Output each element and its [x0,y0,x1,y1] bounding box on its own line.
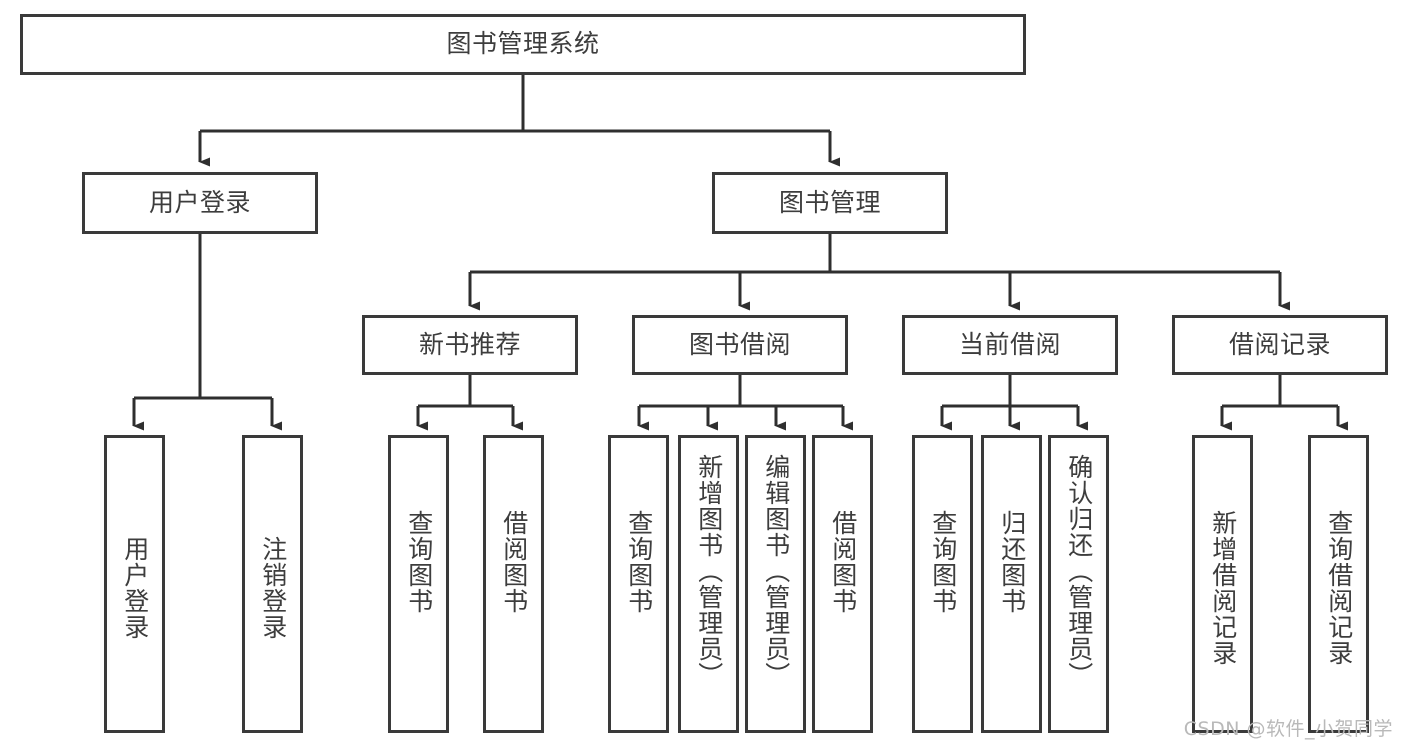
node-leaf-add-borrow-record-label: 新增借阅记录 [1208,510,1238,666]
node-book-borrow-label: 图书借阅 [688,329,791,359]
node-leaf-edit-book-admin-label: 编辑图书（管理员） [761,454,791,688]
node-leaf-logout-label: 注销登录 [258,536,288,640]
node-leaf-borrow-book-label: 借阅图书 [828,510,858,614]
node-leaf-add-book-admin-label: 新增图书（管理员） [694,454,724,688]
node-book-management-label: 图书管理 [778,187,881,217]
node-user-login[interactable]: 用户登录 [82,172,318,234]
node-leaf-query-book-current-label: 查询图书 [928,510,958,614]
node-leaf-borrow-book-recommend[interactable]: 借阅图书 [483,435,544,733]
node-new-book-recommend[interactable]: 新书推荐 [362,315,578,375]
node-user-login-label: 用户登录 [148,187,251,217]
node-book-management[interactable]: 图书管理 [712,172,948,234]
node-leaf-user-login-label: 用户登录 [120,536,150,640]
node-leaf-logout[interactable]: 注销登录 [242,435,303,733]
node-leaf-borrow-book-recommend-label: 借阅图书 [499,510,529,614]
node-leaf-query-borrow-record-label: 查询借阅记录 [1324,510,1354,666]
csdn-watermark: CSDN @软件_小贺同学 [1183,718,1393,740]
node-leaf-add-book-admin[interactable]: 新增图书（管理员） [678,435,739,733]
node-root-system[interactable]: 图书管理系统 [20,14,1026,75]
node-borrow-records-label: 借阅记录 [1228,329,1331,359]
node-leaf-return-book-label: 归还图书 [997,510,1027,614]
node-leaf-query-borrow-record[interactable]: 查询借阅记录 [1308,435,1369,733]
node-leaf-query-book-recommend-label: 查询图书 [404,510,434,614]
node-leaf-add-borrow-record[interactable]: 新增借阅记录 [1192,435,1253,733]
node-leaf-confirm-return-admin-label: 确认归还（管理员） [1064,454,1094,688]
node-root-system-label: 图书管理系统 [446,29,600,59]
node-leaf-edit-book-admin[interactable]: 编辑图书（管理员） [745,435,806,733]
node-current-borrow-label: 当前借阅 [958,329,1061,359]
node-new-book-recommend-label: 新书推荐 [418,329,521,359]
node-current-borrow[interactable]: 当前借阅 [902,315,1118,375]
node-leaf-query-book-current[interactable]: 查询图书 [912,435,973,733]
node-leaf-return-book[interactable]: 归还图书 [981,435,1042,733]
node-leaf-query-book-borrow-label: 查询图书 [624,510,654,614]
node-leaf-user-login[interactable]: 用户登录 [104,435,165,733]
node-borrow-records[interactable]: 借阅记录 [1172,315,1388,375]
node-leaf-borrow-book[interactable]: 借阅图书 [812,435,873,733]
node-leaf-confirm-return-admin[interactable]: 确认归还（管理员） [1048,435,1109,733]
node-leaf-query-book-borrow[interactable]: 查询图书 [608,435,669,733]
node-leaf-query-book-recommend[interactable]: 查询图书 [388,435,449,733]
node-book-borrow[interactable]: 图书借阅 [632,315,848,375]
